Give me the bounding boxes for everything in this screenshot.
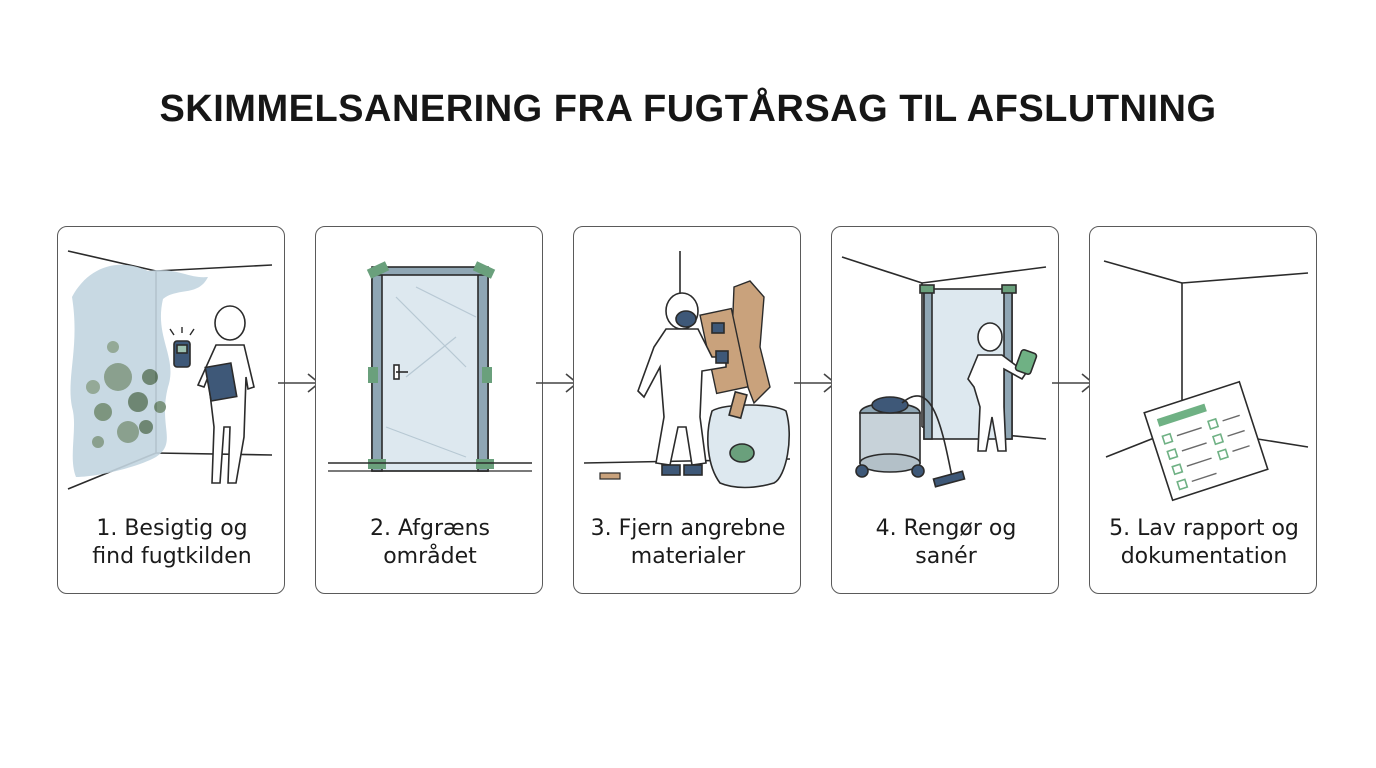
cleaning-illustration <box>841 256 1047 488</box>
page-title: SKIMMELSANERING FRA FUGTÅRSAG TIL AFSLUT… <box>159 88 1217 130</box>
wood-panel <box>699 280 771 405</box>
step-card-4: 4. Rengør og sanér <box>831 226 1059 594</box>
step-caption-5: 5. Lav rapport og dokumentation <box>1090 515 1316 571</box>
step-caption-line: sanér <box>915 544 977 569</box>
report-document-icon <box>1143 380 1269 502</box>
step-card-3: 3. Fjern angrebne materialer <box>573 226 801 594</box>
step-card-2: 2. Afgræns området <box>315 226 543 594</box>
inspector-person <box>173 305 255 484</box>
step-caption-line: området <box>383 544 477 569</box>
step-caption-line: 2. Afgræns <box>369 516 490 541</box>
report-illustration <box>1103 260 1309 502</box>
step-caption-line: dokumentation <box>1120 544 1288 569</box>
door-handle-icon <box>393 364 408 380</box>
hazmat-worker <box>637 292 729 476</box>
step-caption-4: 4. Rengør og sanér <box>832 515 1058 571</box>
step-caption-line: 5. Lav rapport og <box>1109 516 1299 541</box>
step-card-5: 5. Lav rapport og dokumentation <box>1089 226 1317 594</box>
step-caption-line: 3. Fjern angrebne <box>590 516 786 541</box>
vacuum-cleaner-icon <box>855 395 966 488</box>
inspection-illustration <box>67 250 273 490</box>
mold-stain <box>70 264 208 477</box>
containment-illustration <box>328 261 532 472</box>
wood-debris <box>599 472 621 480</box>
plastic-sheet <box>385 286 477 458</box>
tape-strips <box>366 261 496 469</box>
step-caption-line: materialer <box>630 544 746 569</box>
step-card-1: 1. Besigtig og find fugtkilden <box>57 226 285 594</box>
step-caption-3: 3. Fjern angrebne materialer <box>574 515 800 571</box>
step-caption-2: 2. Afgræns området <box>316 515 542 571</box>
cleaning-worker <box>967 322 1038 452</box>
waste-bag <box>707 390 791 489</box>
step-caption-1: 1. Besigtig og find fugtkilden <box>58 515 284 571</box>
step-caption-line: 4. Rengør og <box>875 516 1017 541</box>
removal-illustration <box>583 251 791 489</box>
signal-marks <box>169 327 195 336</box>
step-caption-line: find fugtkilden <box>92 544 252 569</box>
door-frame <box>371 266 489 472</box>
step-caption-line: 1. Besigtig og <box>96 516 248 541</box>
